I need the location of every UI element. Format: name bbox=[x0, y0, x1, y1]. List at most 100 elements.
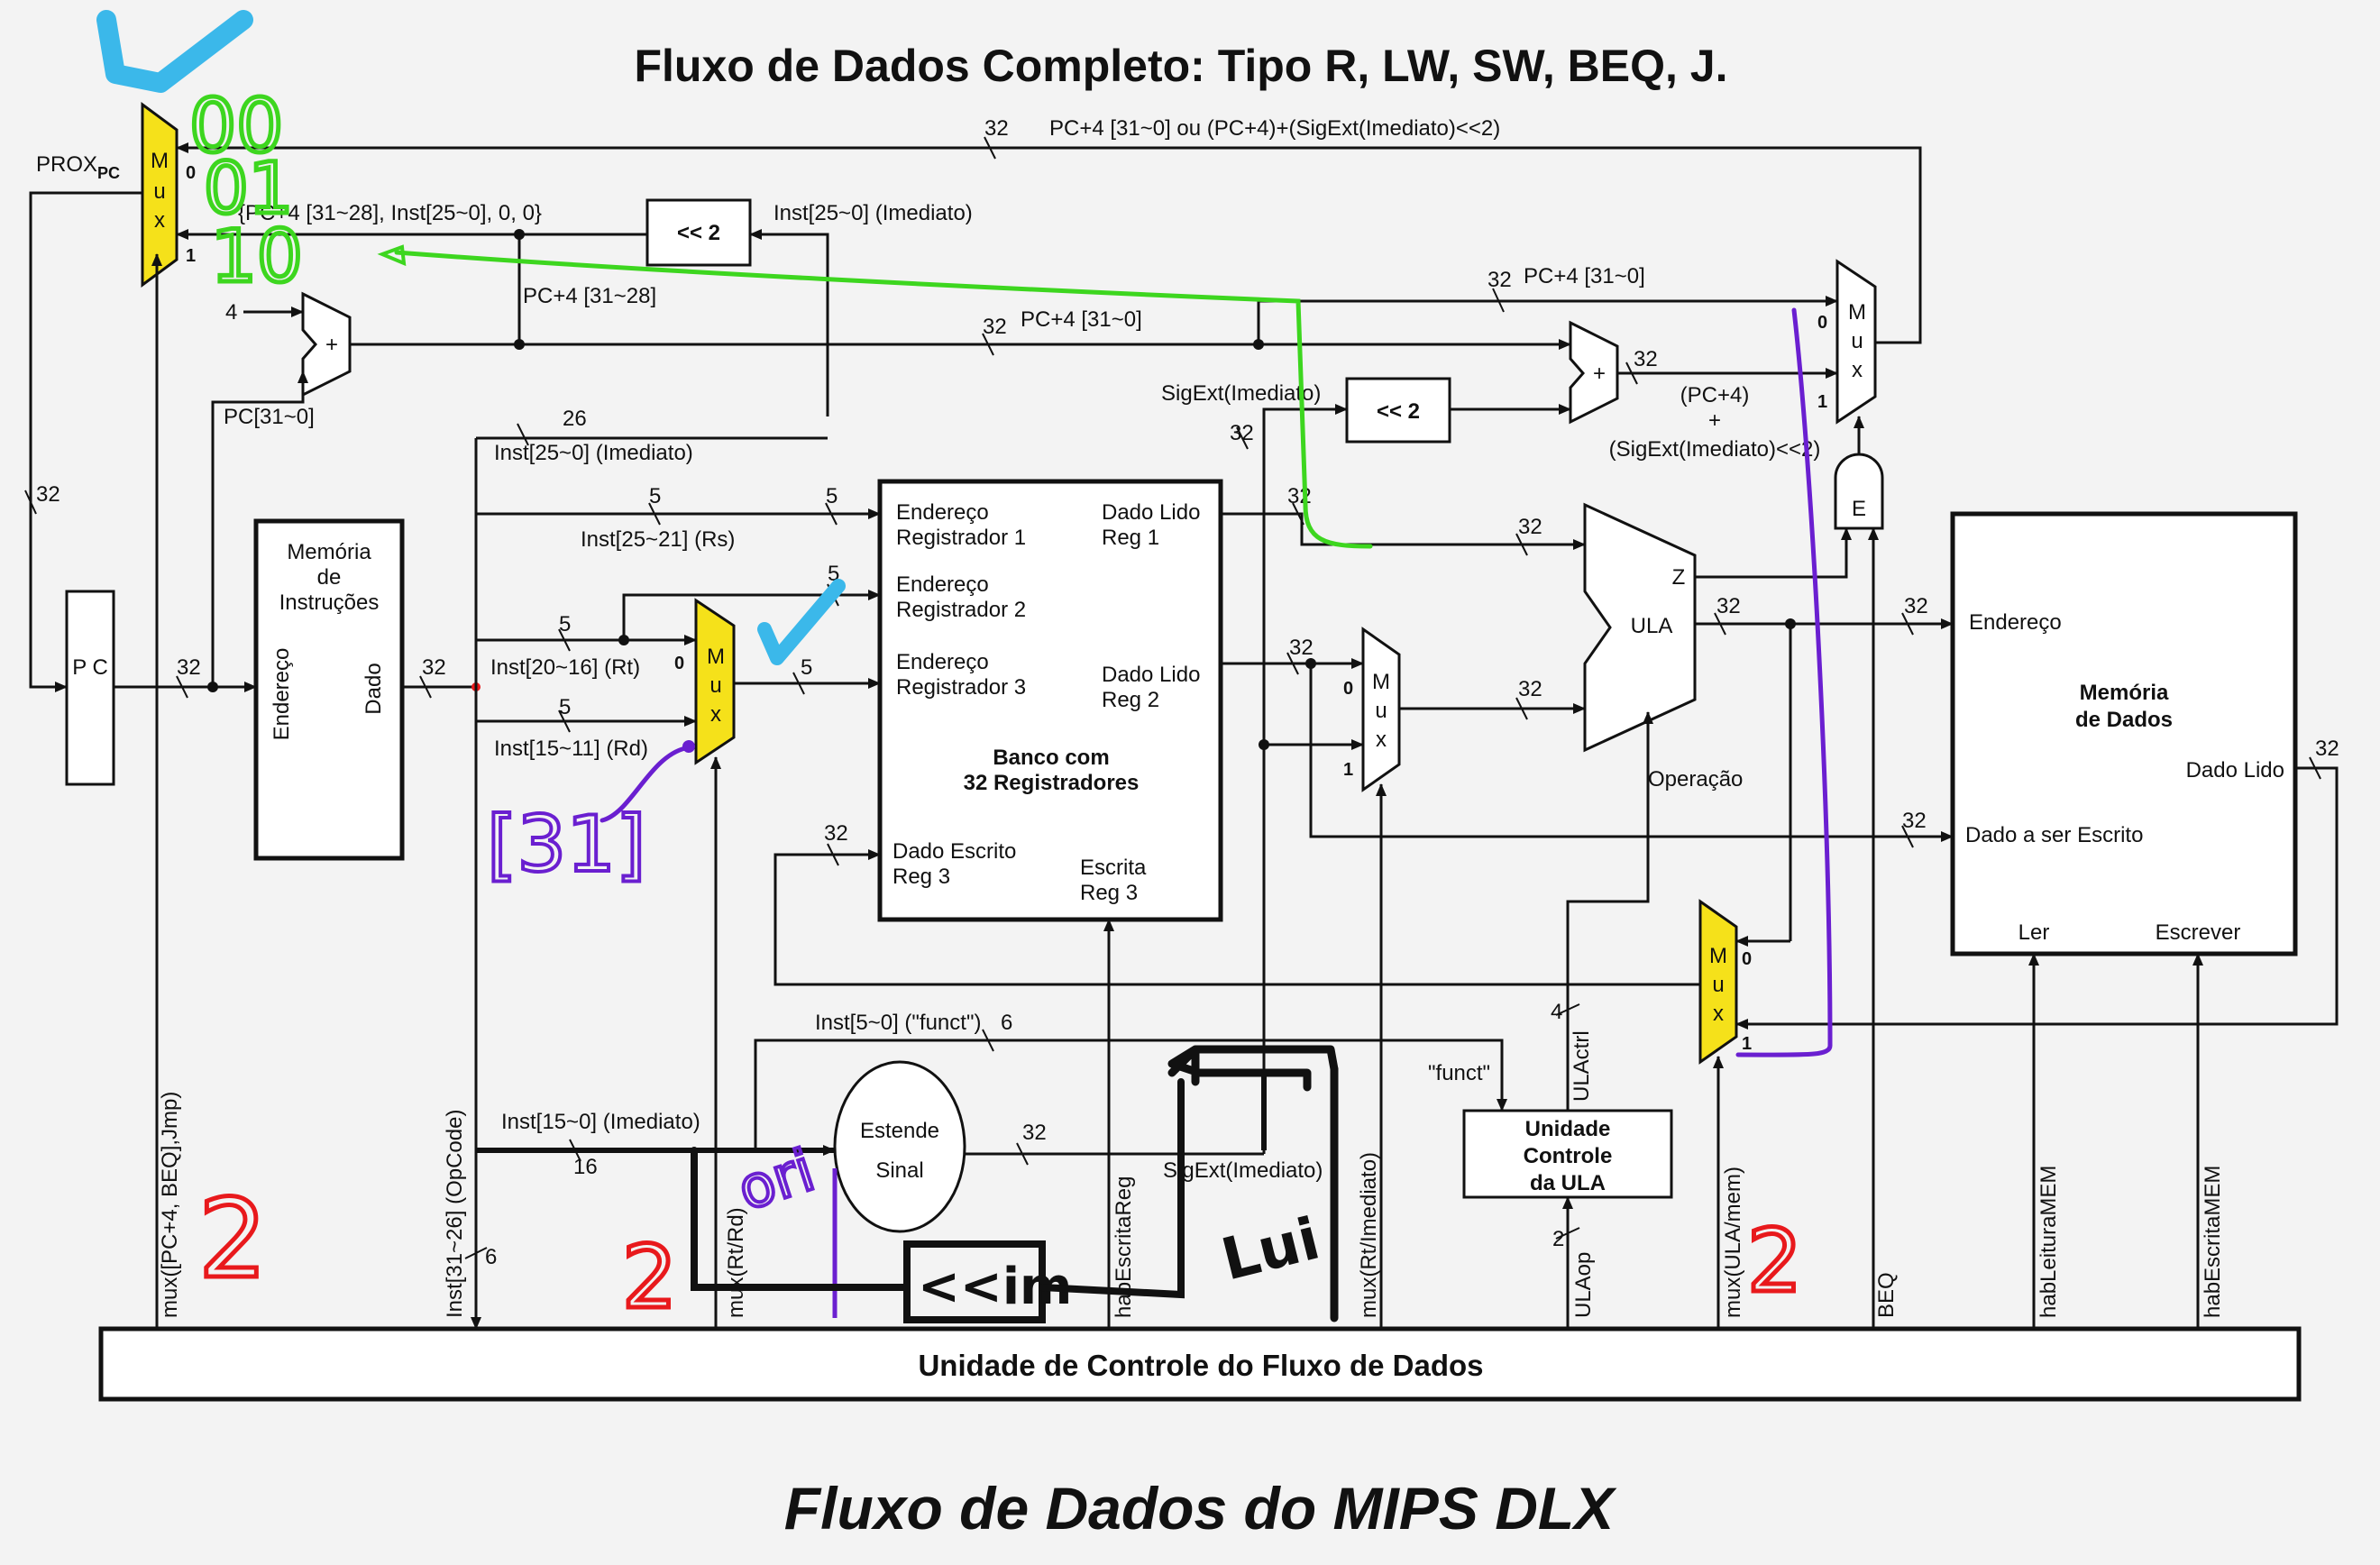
reg-write-data-l1: Dado Escrito bbox=[892, 839, 1016, 864]
diagram-title: Fluxo de Dados Completo: Tipo R, LW, SW,… bbox=[634, 41, 1727, 91]
shift-left-branch bbox=[1345, 377, 1451, 444]
instr-mem-label-1: Memória bbox=[287, 540, 371, 564]
mux-code-10: 10 bbox=[211, 215, 303, 298]
mux-ulamem-x: x bbox=[1713, 1002, 1724, 1026]
ctrl-hab-write: habEscritaMEM bbox=[2201, 1166, 2225, 1318]
w-funct: 6 bbox=[1001, 1011, 1012, 1035]
shift-left-jump bbox=[645, 198, 752, 267]
sign-extend bbox=[833, 1060, 966, 1233]
mux-ula-mem bbox=[1698, 899, 1738, 1065]
reg-data1-l1: Dado Lido bbox=[1102, 500, 1200, 525]
inst-15-0-label: Inst[15~0] (Imediato) bbox=[501, 1110, 700, 1134]
reg-write-en-l2: Reg 3 bbox=[1080, 881, 1138, 905]
reg-addr1-l2: Registrador 1 bbox=[896, 526, 1026, 550]
mux-pc-x: x bbox=[154, 208, 165, 233]
ctrl-opcode: Inst[31~26] (OpCode) bbox=[443, 1110, 467, 1318]
mux-ulamem-u: u bbox=[1712, 973, 1724, 997]
w-mux-out: 5 bbox=[801, 655, 812, 680]
red-two-2: 2 bbox=[622, 1227, 677, 1328]
mux-pc-u: u bbox=[153, 179, 165, 204]
mux-rt-rd bbox=[694, 598, 736, 765]
sigext-imm-label-2: SigExt(Imediato) bbox=[1163, 1158, 1323, 1183]
pc-register bbox=[65, 590, 115, 786]
branch-sum-l2: + bbox=[1708, 408, 1721, 433]
instr-mem-label-2: de bbox=[317, 565, 342, 590]
inst-25-0-imm-label: Inst[25~0] (Imediato) bbox=[774, 201, 973, 225]
and-gate bbox=[1834, 453, 1884, 530]
reg-data2-l1: Dado Lido bbox=[1102, 663, 1200, 687]
w-alu-a: 32 bbox=[1518, 515, 1542, 539]
and-gate-label: E bbox=[1852, 497, 1866, 521]
mux-rtimm-m: M bbox=[1372, 670, 1390, 694]
adder-branch-label: + bbox=[1593, 362, 1606, 386]
w-pc-out: 32 bbox=[177, 655, 201, 680]
instr-mem-addr-label: Endereço bbox=[270, 648, 294, 741]
reg-write-data-l2: Reg 3 bbox=[892, 865, 950, 889]
w-pc4-a: 32 bbox=[1488, 268, 1512, 292]
w-inst: 32 bbox=[422, 655, 446, 680]
bus-ticks bbox=[24, 136, 2321, 1259]
data-mem-write-data: Dado a ser Escrito bbox=[1965, 823, 2143, 847]
sign-extend-l2: Sinal bbox=[875, 1158, 923, 1183]
footer-title: Fluxo de Dados do MIPS DLX bbox=[784, 1475, 1617, 1542]
ctrl-mux-rt-rd: mux(Rt/Rd) bbox=[724, 1207, 748, 1318]
const-4-label: 4 bbox=[225, 300, 237, 325]
data-mem-name-l2: de Dados bbox=[2075, 708, 2173, 732]
w-rs-b: 5 bbox=[826, 484, 838, 508]
mux-code-01: 01 bbox=[204, 149, 293, 230]
pc-label: P C bbox=[72, 655, 108, 680]
red-two-3: 2 bbox=[1747, 1211, 1802, 1312]
w-rs-a: 5 bbox=[649, 484, 661, 508]
purple-dot bbox=[682, 740, 695, 753]
reg31-annotation: [31] bbox=[487, 800, 646, 890]
mux-pc-in1: 1 bbox=[186, 246, 196, 266]
pc4-31-28-label: PC+4 [31~28] bbox=[523, 284, 656, 308]
prox-pc-label: PROX bbox=[36, 152, 97, 177]
reg-addr3-l1: Endereço bbox=[896, 650, 989, 674]
mux-code-00: 00 bbox=[189, 84, 283, 169]
w-ulactrl: 4 bbox=[1551, 1000, 1562, 1024]
control-unit-label: Unidade de Controle do Fluxo de Dados bbox=[918, 1349, 1483, 1382]
pc-branch-out-label: PC+4 [31~0] ou (PC+4)+(SigExt(Imediato)<… bbox=[1049, 116, 1500, 141]
ctrl-hab-read: habLeituraMEM bbox=[2037, 1166, 2061, 1318]
alu-ctrl-l3: da ULA bbox=[1530, 1171, 1606, 1195]
w-pc-in: 32 bbox=[36, 482, 60, 507]
instr-mem-data-label: Dado bbox=[362, 663, 386, 714]
inst-20-16-label: Inst[20~16] (Rt) bbox=[490, 655, 640, 680]
mux-br-in0: 0 bbox=[1817, 313, 1827, 333]
w-ulaop: 2 bbox=[1552, 1227, 1564, 1251]
mux-rtrd-in0: 0 bbox=[674, 654, 684, 673]
w-pc4-b: 32 bbox=[983, 315, 1007, 339]
w-16: 16 bbox=[573, 1155, 598, 1179]
shift-left-jump-label: << 2 bbox=[677, 221, 720, 245]
ctrl-hab-reg: habEscritaReg bbox=[1112, 1176, 1136, 1318]
w-rd1: 32 bbox=[1287, 484, 1312, 508]
ula-ctrl-label: ULActrl bbox=[1570, 1030, 1594, 1102]
instruction-memory bbox=[253, 518, 405, 861]
reg-addr1-l1: Endereço bbox=[896, 500, 989, 525]
purple-reg31-link bbox=[600, 746, 688, 823]
w-alu-b: 32 bbox=[1518, 677, 1542, 701]
reg-data1-l2: Reg 1 bbox=[1102, 526, 1159, 550]
mux-ulamem-in0: 0 bbox=[1742, 949, 1752, 969]
w-rt: 5 bbox=[559, 612, 571, 636]
inst-15-11-label: Inst[15~11] (Rd) bbox=[494, 737, 648, 761]
alu-op-label: Operação bbox=[1648, 767, 1743, 792]
alu-label: ULA bbox=[1631, 614, 1673, 638]
reg-write-en-l1: Escrita bbox=[1080, 856, 1147, 880]
black-lui-wire bbox=[1039, 1078, 1185, 1299]
mux-rtimm-in1: 1 bbox=[1343, 760, 1353, 780]
mux-rt-imm bbox=[1361, 627, 1401, 792]
shift-left-branch-label: << 2 bbox=[1377, 399, 1420, 424]
black-ori-wire bbox=[691, 1147, 909, 1291]
ctrl-mux-imm: mux(Rt/Imediato) bbox=[1357, 1152, 1381, 1318]
inst-5-0-label: Inst[5~0] ("funct") bbox=[815, 1011, 981, 1035]
w-top: 32 bbox=[984, 116, 1009, 141]
branch-sum-l3: (SigExt(Imediato)<<2) bbox=[1609, 437, 1821, 462]
w-sigext: 32 bbox=[1230, 421, 1254, 445]
instr-mem-label-3: Instruções bbox=[279, 590, 380, 615]
reg-bank-name-l1: Banco com bbox=[993, 746, 1109, 770]
w-sigext-out: 32 bbox=[1022, 1121, 1047, 1145]
mux-br-x: x bbox=[1852, 358, 1863, 382]
